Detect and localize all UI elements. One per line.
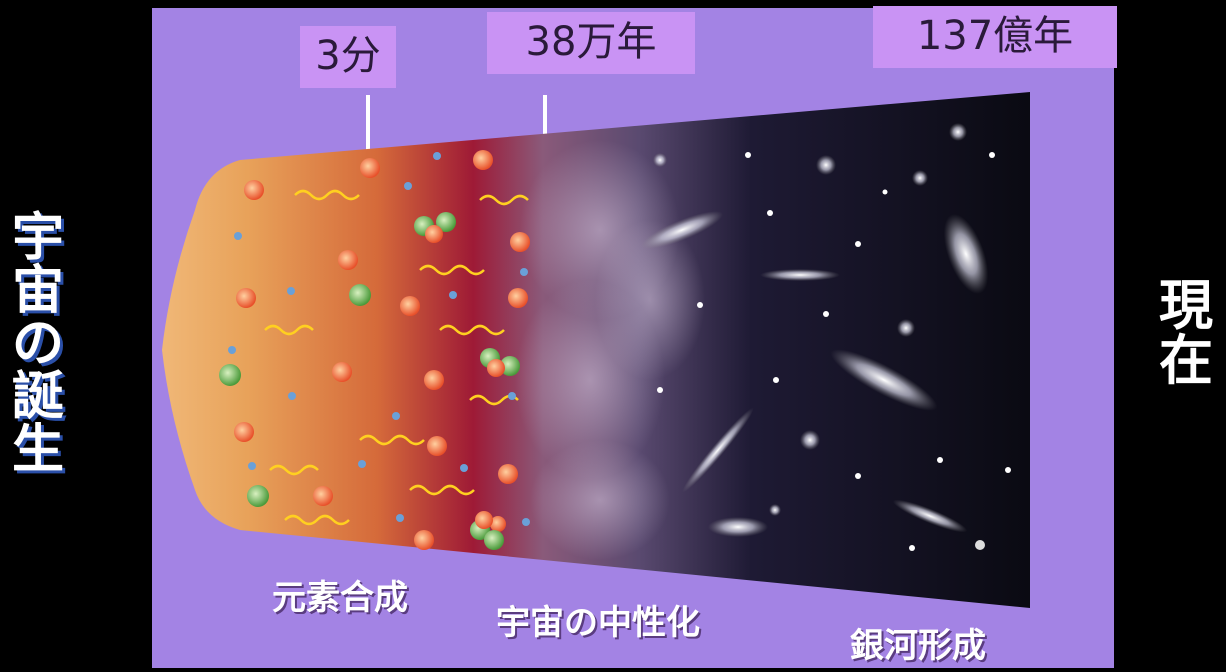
- neutralization-haze: [515, 140, 705, 560]
- time-label-13.7b-years: 137億年: [873, 6, 1117, 68]
- era-label-galaxy-formation: 銀河形成: [850, 626, 986, 666]
- era-label-nucleosynthesis: 元素合成: [272, 578, 408, 618]
- right-label-char: 在: [1159, 329, 1213, 393]
- left-vertical-label: 宇 宙 の 誕 生: [10, 208, 66, 481]
- particles: [219, 150, 530, 550]
- time-label-3min: 3分: [300, 26, 396, 88]
- left-label-char: 宇: [11, 208, 64, 268]
- photon-waves: [264, 189, 529, 526]
- left-label-char: 誕: [11, 367, 64, 428]
- left-label-char: 宙: [11, 261, 64, 322]
- right-label-char: 現: [1159, 274, 1213, 337]
- era-label-recombination: 宇宙の中性化: [496, 603, 700, 643]
- galaxies: [641, 123, 1011, 551]
- left-label-char: の: [11, 314, 64, 375]
- time-label-380k-years: 38万年: [487, 12, 695, 74]
- left-label-char: 生: [11, 420, 64, 481]
- right-vertical-label: 現 在: [1156, 278, 1216, 388]
